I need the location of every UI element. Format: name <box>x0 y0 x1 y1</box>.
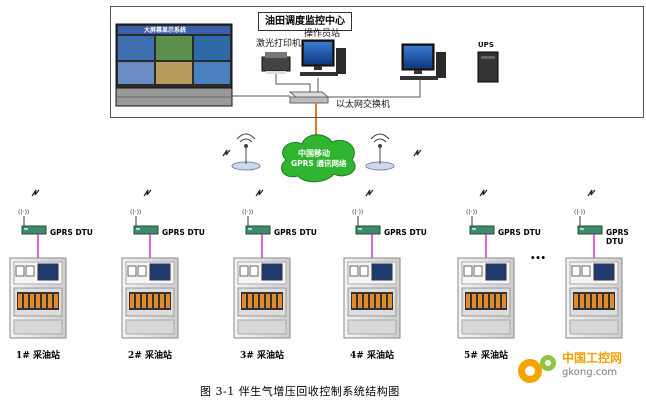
station-label: 5# 采油站 <box>464 351 508 361</box>
operator-workstation <box>300 39 346 76</box>
station-3: ((·)) <box>233 189 291 339</box>
dtu-label: GPRS DTU <box>384 228 427 237</box>
video-wall <box>115 23 233 107</box>
dtu-label: GPRS DTU <box>162 228 205 237</box>
control-center-frame <box>110 6 644 118</box>
station-2: ((·)) <box>121 189 179 339</box>
antenna-wave-icon: ((·)) <box>466 209 477 216</box>
figure-caption: 图 3-1 伴生气增压回收控制系统结构图 <box>200 385 400 398</box>
base-station-right <box>365 133 422 171</box>
antenna-wave-icon: ((·)) <box>352 209 363 216</box>
control-cabinet <box>233 257 291 339</box>
base-station-left <box>222 133 261 171</box>
ups-unit <box>477 51 499 83</box>
hmi-screen <box>261 263 283 281</box>
gprs-dtu-device <box>469 225 495 235</box>
antenna-wave-icon: ((·)) <box>130 209 141 216</box>
control-center-title: 油田调度监控中心 <box>258 12 352 31</box>
switch-label: 以太网交换机 <box>336 100 391 110</box>
station-label: 3# 采油站 <box>240 351 284 361</box>
video-wall-label: 大屏幕显示系统 <box>144 27 187 34</box>
antenna-wave-icon: ((·)) <box>574 209 585 216</box>
hmi-screen <box>593 263 615 281</box>
signal-icon <box>365 189 374 197</box>
cloud-label-line2: GPRS 通讯网络 <box>291 159 347 168</box>
dtu-label: GPRS DTU <box>50 228 93 237</box>
ups-label: UPS <box>478 41 494 49</box>
control-cabinet <box>565 257 623 339</box>
signal-icon <box>143 189 152 197</box>
more-stations-ellipsis: … <box>530 244 548 263</box>
workstation-label: 操作员站 <box>304 29 341 39</box>
watermark-name: 中国工控网 <box>562 351 623 365</box>
second-workstation <box>400 43 446 80</box>
control-cabinet <box>343 257 401 339</box>
signal-icon <box>31 189 40 197</box>
signal-icon <box>479 189 488 197</box>
cloud-label-line1: 中国移动 <box>298 148 330 158</box>
hmi-screen <box>371 263 393 281</box>
control-cabinet <box>121 257 179 339</box>
watermark-domain: gkong.com <box>562 367 618 378</box>
station-5: ((·)) <box>457 189 515 339</box>
gprs-cloud <box>281 134 356 183</box>
gprs-dtu-device <box>21 225 47 235</box>
gprs-dtu-device <box>245 225 271 235</box>
station-label: 1# 采油站 <box>16 351 60 361</box>
antenna-wave-icon: ((·)) <box>242 209 253 216</box>
dtu-label: GPRS DTU <box>606 228 629 246</box>
lan-wiring <box>232 74 421 98</box>
printer-label: 激光打印机 <box>256 39 302 49</box>
control-cabinet <box>9 257 67 339</box>
hmi-screen <box>37 263 59 281</box>
dtu-label: GPRS DTU <box>274 228 317 237</box>
laser-printer <box>261 52 291 74</box>
station-6: ((·)) <box>565 189 623 339</box>
station-4: ((·)) <box>343 189 401 339</box>
station-1: ((·)) <box>9 189 67 339</box>
watermark: 中国工控网 gkong.com <box>512 345 642 397</box>
gprs-dtu-device <box>133 225 159 235</box>
dtu-label: GPRS DTU <box>498 228 541 237</box>
gear-logo-icon <box>518 355 556 383</box>
hmi-screen <box>149 263 171 281</box>
control-cabinet <box>457 257 515 339</box>
antenna-wave-icon: ((·)) <box>18 209 29 216</box>
signal-icon <box>587 189 596 197</box>
gprs-dtu-device <box>577 225 603 235</box>
hmi-screen <box>485 263 507 281</box>
station-label: 2# 采油站 <box>128 351 172 361</box>
gprs-dtu-device <box>355 225 381 235</box>
signal-icon <box>255 189 264 197</box>
station-label: 4# 采油站 <box>350 351 394 361</box>
